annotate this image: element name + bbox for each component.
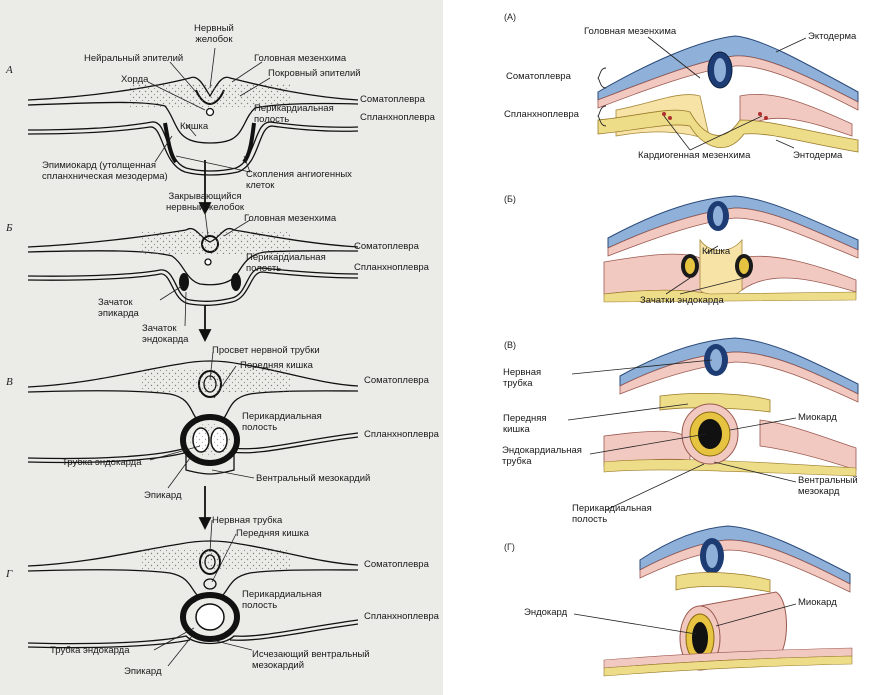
label-epicardium-g: Эпикард <box>124 666 162 677</box>
stage-arrows <box>198 160 212 531</box>
label-ventral-mesocardium-v: Вентральный мезокардий <box>256 473 371 484</box>
label-head-mesenchyme-a: Головная мезенхима <box>254 53 347 64</box>
label-foregut-r: Передняя кишка <box>503 413 547 435</box>
left-stage-v-label: В <box>6 376 13 388</box>
right-leader-lines <box>567 36 807 635</box>
right-stage-b-label: (Б) <box>504 194 516 204</box>
label-head-mesenchyme-b: Головная мезенхима <box>244 213 337 224</box>
label-neural-tube-g: Нервная трубка <box>212 515 283 526</box>
label-somatopleure-v: Соматоплевра <box>364 375 429 386</box>
label-myocardium-v: Миокард <box>798 412 837 423</box>
label-neural-tube-lumen: Просвет нервной трубки <box>212 345 320 356</box>
label-angiogenic-clusters: Скопления ангиогенных клеток <box>246 169 352 191</box>
right-panel-b <box>603 195 859 303</box>
label-endoderm: Энтодерма <box>793 150 843 161</box>
label-splanchnopleure-b: Спланхноплевра <box>354 262 429 273</box>
right-stage-v-label: (В) <box>504 340 516 350</box>
label-somatopleure-a: Соматоплевра <box>360 94 425 105</box>
left-v-mesenchyme-dots <box>140 368 290 392</box>
label-ectoderm: Эктодерма <box>808 31 857 42</box>
label-gut-a: Кишка <box>180 121 209 132</box>
label-neural-epithelium: Нейральный эпителий <box>84 53 184 64</box>
label-pericardial-cavity-r: Перикардиальная полость <box>572 503 652 525</box>
label-surface-epithelium: Покровный эпителий <box>268 68 361 79</box>
splanchnopleure-bracket <box>597 105 607 127</box>
label-splanchnopleure-v: Спланхноплевра <box>364 429 439 440</box>
label-pericardial-cavity-g: Перикардиальная полость <box>242 589 322 611</box>
label-myocardium-g: Миокард <box>798 597 837 608</box>
left-stage-a-label: А <box>6 64 13 76</box>
left-leader-lines <box>147 47 271 667</box>
label-somatopleure-r: Соматоплевра <box>506 71 571 82</box>
label-pericardial-cavity-v: Перикардиальная полость <box>242 411 322 433</box>
label-splanchnopleure-g: Спланхноплевра <box>364 611 439 622</box>
right-stage-a-label: (А) <box>504 12 516 22</box>
label-somatopleure-g: Соматоплевра <box>364 559 429 570</box>
label-splanchnopleure-r: Спланхноплевра <box>504 109 579 120</box>
label-somatopleure-b: Соматоплевра <box>354 241 419 252</box>
label-epicardium-primordium: Зачаток эпикарда <box>98 297 139 319</box>
label-endocardium-primordia: Зачатки эндокарда <box>640 295 724 306</box>
label-pericardial-cavity-b: Перикардиальная полость <box>246 252 326 274</box>
right-panel-a <box>597 35 859 153</box>
label-notochord: Хорда <box>121 74 149 85</box>
right-panel-g <box>603 525 853 677</box>
label-foregut-v: Передняя кишка <box>240 360 313 371</box>
label-cardiogenic-mesenchyme: Кардиогенная мезенхима <box>638 150 751 161</box>
right-panel-v <box>603 337 859 477</box>
label-neural-groove: Нервный желобок <box>194 23 234 45</box>
somatopleure-bracket <box>597 67 607 89</box>
label-endocardial-tube-r: Эндокардиальная трубка <box>502 445 582 467</box>
right-stage-g-label: (Г) <box>504 542 515 552</box>
label-foregut-g: Передняя кишка <box>236 528 309 539</box>
label-epicardium-v: Эпикард <box>144 490 182 501</box>
label-ventral-mesocardium-r: Вентральный мезокард <box>798 475 858 497</box>
label-gut-r: Кишка <box>702 246 731 257</box>
label-closing-neural-groove: Закрывающийся нервный желобок <box>166 191 245 213</box>
left-b-mesenchyme-dots <box>140 232 290 254</box>
label-head-mesenchyme-r: Головная мезенхима <box>584 26 677 37</box>
label-endocardium-primordium: Зачаток эндокарда <box>142 323 189 345</box>
label-neural-tube-r: Нервная трубка <box>503 367 542 389</box>
label-vanishing-mesocardium: Исчезающий вентральный мезокардий <box>252 649 370 671</box>
left-stage-b-label: Б <box>6 222 13 234</box>
left-g-mesenchyme-dots <box>140 548 290 570</box>
label-endocardial-tube-v: Трубка эндокарда <box>62 457 142 468</box>
label-epimyocardium: Эпимиокард (утолщенная спланхническая ме… <box>42 160 168 182</box>
label-pericardial-cavity-a: Перикардиальная полость <box>254 103 334 125</box>
left-panel <box>0 0 443 695</box>
label-endocardium-g: Эндокард <box>524 607 568 618</box>
label-splanchnopleure-a: Спланхноплевра <box>360 112 435 123</box>
label-endocardial-tube-g: Трубка эндокарда <box>50 645 130 656</box>
left-stage-g-label: Г <box>6 568 13 580</box>
